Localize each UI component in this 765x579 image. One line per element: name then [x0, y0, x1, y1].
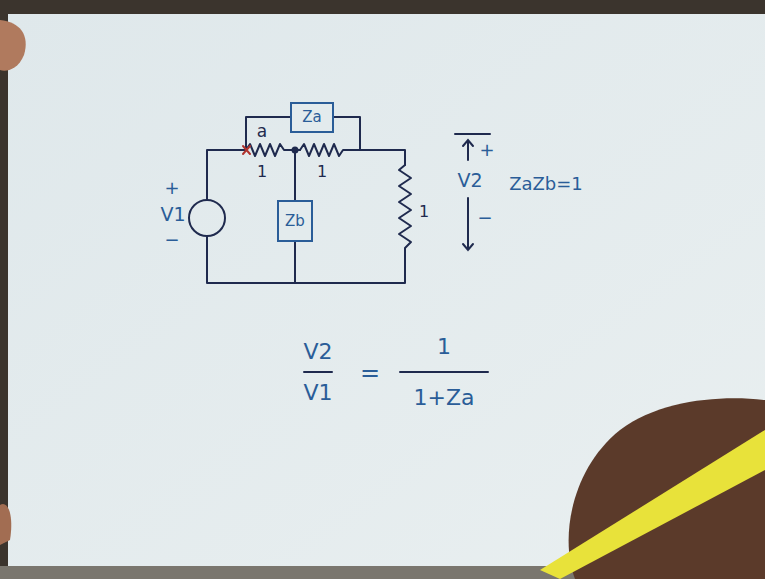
circuit-wires [189, 117, 411, 283]
equation-term: 1 [437, 336, 451, 358]
hand [0, 504, 11, 545]
impedance-box: Za [290, 102, 334, 133]
voltage-arrows [304, 134, 490, 372]
arrow [463, 198, 473, 250]
equation-term: 1+Za [414, 387, 475, 409]
impedance-box: Zb [277, 200, 313, 242]
resistor-symbol [246, 144, 300, 156]
node-mark [243, 146, 250, 154]
polarity-sign: − [164, 231, 179, 249]
fraction-bar [400, 371, 488, 373]
polarity-sign: + [164, 179, 179, 197]
marker [540, 430, 765, 579]
impedance-name: Za [302, 110, 321, 125]
resistor-value: 1 [257, 164, 267, 180]
tick [455, 133, 490, 135]
voltage-name: V2 [457, 171, 482, 190]
arrow [463, 140, 473, 160]
wire [207, 150, 246, 200]
wire [207, 236, 405, 283]
hand [0, 20, 26, 71]
resistor-value: 1 [317, 164, 327, 180]
polarity-sign: + [479, 141, 494, 159]
polarity-sign: − [477, 209, 492, 227]
equation-term: V2 [303, 341, 332, 363]
resistor-symbol [300, 144, 405, 165]
voltage-name: V1 [160, 205, 185, 224]
equation-term: V1 [303, 382, 332, 404]
junction-dot [293, 148, 298, 153]
node-name: a [257, 123, 267, 140]
condition-note: ZaZb=1 [509, 175, 583, 193]
equation-sign: = [360, 361, 380, 385]
impedance-name: Zb [285, 214, 305, 229]
resistor-symbol [399, 165, 411, 255]
fraction-bar [304, 371, 332, 373]
resistor-value: 1 [419, 204, 429, 220]
voltage-source [189, 200, 225, 236]
